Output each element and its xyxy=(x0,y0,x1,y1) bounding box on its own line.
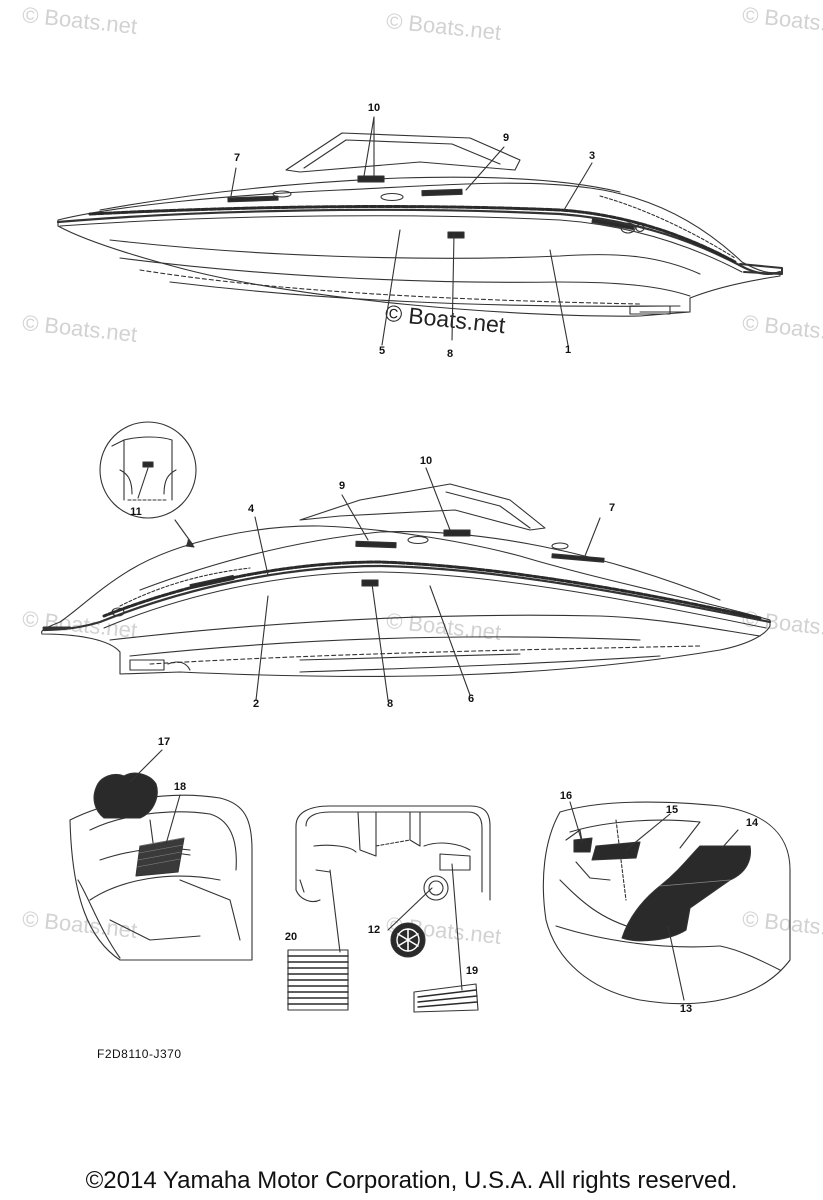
callout-4: 4 xyxy=(247,503,255,515)
callout-10b: 10 xyxy=(419,455,433,467)
callout-12: 12 xyxy=(367,924,381,936)
callout-20: 20 xyxy=(284,931,298,943)
callout-19: 19 xyxy=(465,965,479,977)
callout-16: 16 xyxy=(559,790,573,802)
callout-9: 9 xyxy=(502,132,510,144)
callout-9b: 9 xyxy=(338,480,346,492)
callout-3: 3 xyxy=(588,150,596,162)
diagram-code: F2D8110-J370 xyxy=(97,1047,182,1061)
callout-5: 5 xyxy=(378,345,386,357)
boat-starboard-view xyxy=(56,116,783,346)
callout-8b: 8 xyxy=(386,698,394,710)
detail-circle-transom xyxy=(99,421,197,548)
bow-deck-detail xyxy=(542,801,791,1005)
callout-10: 10 xyxy=(367,102,381,114)
boat-port-view xyxy=(41,467,772,701)
callout-14: 14 xyxy=(745,817,759,829)
callout-11: 11 xyxy=(130,506,142,518)
callout-1: 1 xyxy=(564,344,572,356)
callout-7b: 7 xyxy=(608,502,616,514)
copyright-notice: ©2014 Yamaha Motor Corporation, U.S.A. A… xyxy=(85,1167,738,1194)
callout-2: 2 xyxy=(252,698,260,710)
callout-13: 13 xyxy=(679,1003,693,1015)
transom-top-detail xyxy=(287,805,491,1013)
callout-18: 18 xyxy=(173,781,187,793)
callout-6: 6 xyxy=(467,693,475,705)
callout-8: 8 xyxy=(446,348,454,360)
callout-7: 7 xyxy=(233,152,241,164)
aft-deck-detail xyxy=(69,749,253,961)
callout-15: 15 xyxy=(665,804,679,816)
callout-17: 17 xyxy=(157,736,171,748)
